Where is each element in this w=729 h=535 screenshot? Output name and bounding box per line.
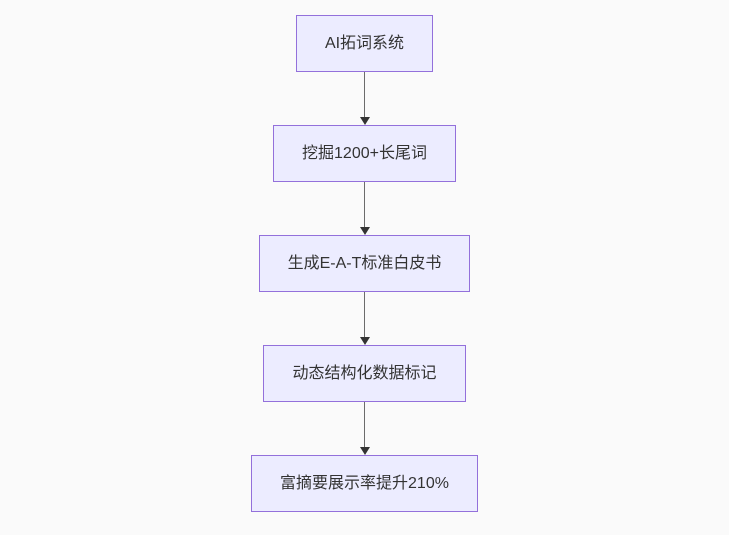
- arrowhead-down-icon: [359, 227, 370, 235]
- edge-line: [363, 292, 366, 337]
- flowchart-node-step-4: 动态结构化数据标记: [263, 345, 466, 402]
- arrowhead-down-icon: [359, 447, 370, 455]
- edge-line: [363, 402, 366, 447]
- flowchart-edge-3-4: [359, 292, 370, 345]
- flowchart-edge-1-2: [359, 72, 370, 125]
- arrowhead-down-icon: [359, 337, 370, 345]
- flowchart-node-step-2: 挖掘1200+长尾词: [273, 125, 456, 182]
- node-label: 挖掘1200+长尾词: [302, 145, 427, 162]
- arrowhead-down-icon: [359, 117, 370, 125]
- node-label: AI拓词系统: [324, 35, 405, 52]
- edge-line: [363, 182, 366, 227]
- edge-line: [363, 72, 366, 117]
- flowchart-node-step-1: AI拓词系统: [295, 15, 434, 72]
- node-label: 富摘要展示率提升210%: [280, 475, 449, 492]
- flowchart-edge-4-5: [359, 402, 370, 455]
- flowchart-node-step-3: 生成E-A-T标准白皮书: [258, 235, 471, 292]
- node-label: 动态结构化数据标记: [292, 365, 437, 382]
- flowchart-edge-2-3: [359, 182, 370, 235]
- node-label: 生成E-A-T标准白皮书: [287, 255, 442, 272]
- flowchart-node-step-5: 富摘要展示率提升210%: [251, 455, 478, 512]
